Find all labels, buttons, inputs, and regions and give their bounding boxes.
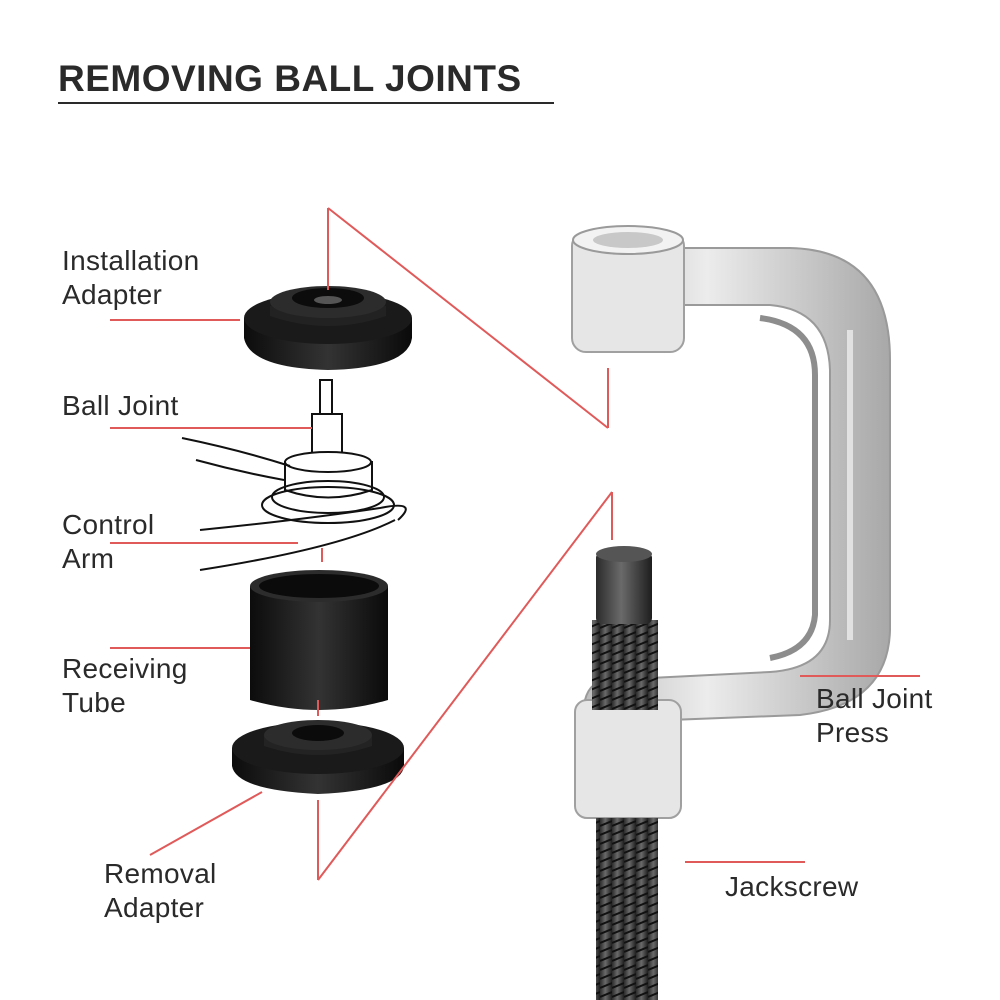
label-ball-joint-press-line2: Press — [816, 717, 890, 748]
page-title: REMOVING BALL JOINTS — [58, 58, 522, 99]
label-control-arm-line1: Control — [62, 509, 155, 540]
label-ball-joint-press: Ball Joint Press — [816, 682, 933, 750]
label-ball-joint: Ball Joint — [62, 389, 179, 423]
label-removal-adapter-line1: Removal — [104, 858, 217, 889]
label-removal-adapter-line2: Adapter — [104, 892, 205, 923]
ball-joint-icon — [284, 379, 373, 499]
ball-joint-press-icon — [571, 225, 891, 819]
control-arm-icon — [181, 437, 407, 571]
label-removal-adapter: Removal Adapter — [104, 857, 217, 925]
receiving-tube-icon — [250, 570, 388, 710]
label-control-arm: Control Arm — [62, 508, 154, 576]
jackscrew-icon — [592, 546, 658, 1000]
installation-adapter-icon — [244, 286, 412, 370]
label-receiving-tube-line2: Tube — [62, 687, 126, 718]
label-installation-adapter: Installation Adapter — [62, 244, 199, 312]
leader-lines — [110, 207, 920, 881]
label-jackscrew: Jackscrew — [725, 870, 858, 904]
label-installation-adapter-line1: Installation — [62, 245, 200, 276]
label-ball-joint-press-line1: Ball Joint — [816, 683, 933, 714]
label-receiving-tube: Receiving Tube — [62, 652, 188, 720]
label-receiving-tube-line1: Receiving — [62, 653, 188, 684]
label-jackscrew-line1: Jackscrew — [725, 871, 859, 902]
label-control-arm-line2: Arm — [62, 543, 115, 574]
label-ball-joint-line1: Ball Joint — [62, 390, 179, 421]
label-installation-adapter-line2: Adapter — [62, 279, 163, 310]
title-underline — [58, 102, 554, 104]
removal-adapter-icon — [232, 720, 404, 794]
